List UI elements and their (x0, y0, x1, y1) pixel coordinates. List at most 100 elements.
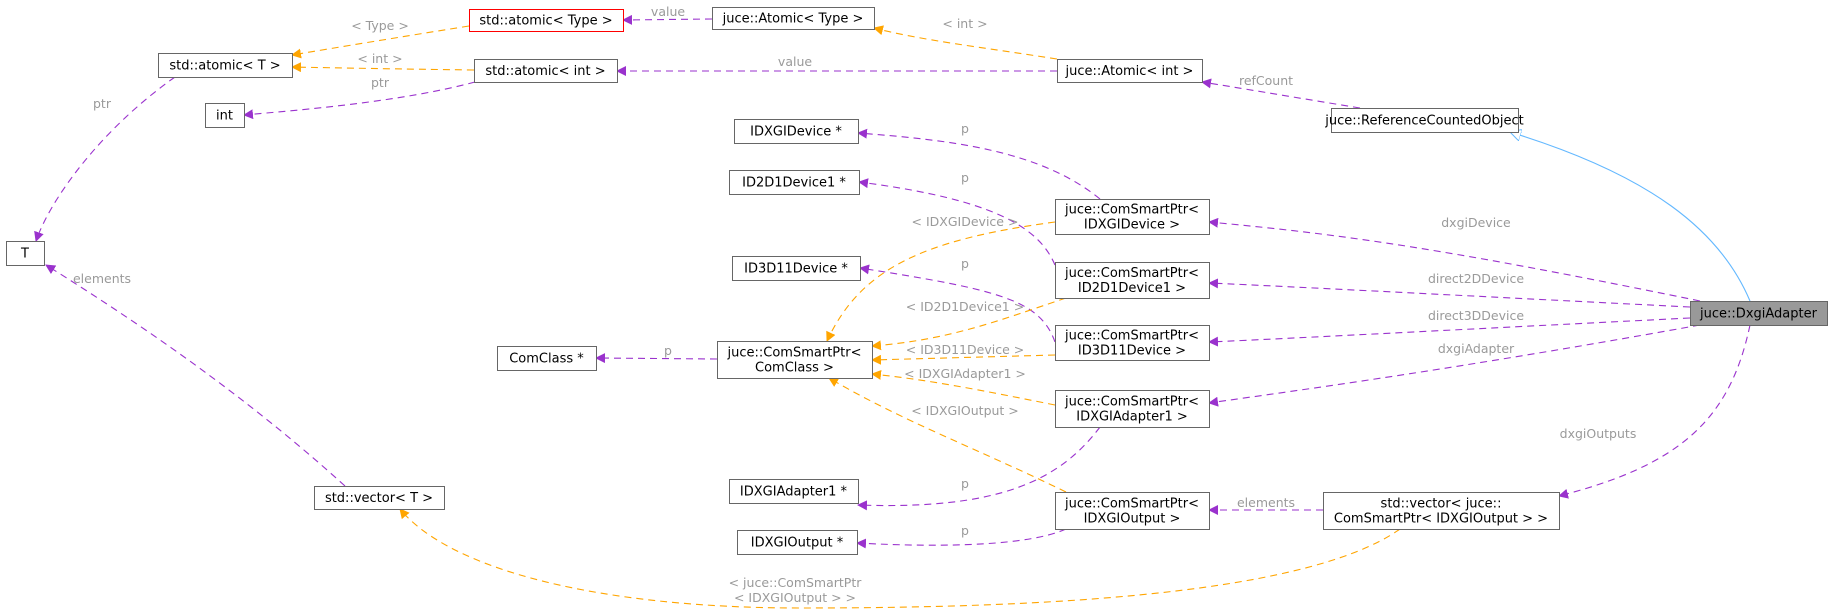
class-box (1323, 492, 1560, 530)
class-node-id3d11device-ptr[interactable]: ID3D11Device * (732, 256, 861, 281)
class-name-text: ID3D11Device * (744, 262, 848, 277)
edge-arrow (34, 76, 176, 242)
edge-label: < IDXGIAdapter1 > (904, 366, 1026, 381)
class-box (205, 103, 245, 128)
edge-arrow (859, 264, 1056, 343)
class-name-text: ID2D1Device1 > (1078, 281, 1186, 296)
edge-arrow (595, 353, 718, 364)
class-node-idxgidevice-ptr[interactable]: IDXGIDevice * (734, 119, 859, 144)
edge-arrow (856, 528, 1067, 549)
edge-csp-idxgioutput-to-csp-comclass (828, 377, 1067, 493)
class-node-atomic-type[interactable]: std::atomic< Type > (469, 9, 624, 32)
edge-label: < IDXGIDevice > (912, 214, 1019, 229)
class-name-text: IDXGIDevice * (750, 125, 842, 140)
class-node-csp-id3d11device[interactable]: juce::ComSmartPtr<ID3D11Device > (1055, 325, 1210, 361)
class-name-text: IDXGIOutput > (1084, 512, 1181, 527)
class-name-text: ID3D11Device > (1078, 344, 1186, 359)
edge-csp-idxgioutput-to-idxgioutput-ptr (856, 528, 1067, 549)
class-node-juce-atomic-int[interactable]: juce::Atomic< int > (1057, 59, 1203, 83)
edge-label: value (778, 54, 812, 69)
class-node-id2d1device1-ptr[interactable]: ID2D1Device1 * (729, 170, 860, 195)
edge-label: dxgiAdapter (1438, 341, 1515, 356)
class-box (497, 346, 597, 371)
edge-label: < int > (357, 51, 402, 66)
class-name-text: juce::ComSmartPtr< (1064, 497, 1199, 512)
class-node-atomic-int[interactable]: std::atomic< int > (474, 59, 618, 83)
edge-atomic-int-to-int (243, 81, 476, 120)
edge-label: direct2DDevice (1428, 271, 1524, 286)
class-node-int[interactable]: int (205, 103, 245, 128)
edge-arrow (857, 128, 1101, 200)
edge-label: < IDXGIOutput > (911, 403, 1019, 418)
class-node-csp-id2d1device1[interactable]: juce::ComSmartPtr<ID2D1Device1 > (1055, 262, 1210, 299)
class-box (737, 530, 858, 555)
class-box (1055, 325, 1210, 361)
edge-label: < juce::ComSmartPtr (729, 575, 863, 590)
class-box (1055, 492, 1210, 530)
class-box (474, 59, 618, 83)
edge-csp-id2d1device1-to-csp-comclass (871, 297, 1067, 351)
edge-label: p (961, 121, 969, 136)
class-node-T[interactable]: T (6, 241, 45, 266)
class-name-text: juce::ComSmartPtr< (1064, 329, 1199, 344)
edge-atomic-int-to-atomic-t (291, 62, 475, 73)
class-node-atomic-t[interactable]: std::atomic< T > (158, 53, 293, 78)
class-node-comclass-ptr[interactable]: ComClass * (497, 346, 597, 371)
edge-label: ptr (93, 96, 112, 111)
edge-csp-idxgiadapter1-to-csp-comclass (871, 369, 1056, 406)
class-node-csp-idxgioutput[interactable]: juce::ComSmartPtr<IDXGIOutput > (1055, 492, 1210, 530)
class-box (729, 479, 859, 504)
class-name-text: juce::ComSmartPtr< (1064, 203, 1199, 218)
class-node-vector-csp[interactable]: std::vector< juce::ComSmartPtr< IDXGIOut… (1323, 492, 1560, 530)
edge-csp-id2d1device1-to-id2d1device1-ptr (858, 178, 1056, 266)
edge-label: < IDXGIOutput > > (734, 590, 856, 605)
class-name-text: juce::ReferenceCountedObject (1324, 114, 1523, 129)
class-name-text: std::vector< T > (325, 491, 433, 506)
edge-label: dxgiOutputs (1560, 426, 1637, 441)
class-box (729, 170, 860, 195)
edge-arrow (45, 264, 346, 487)
class-node-csp-idxgiadapter1[interactable]: juce::ComSmartPtr<IDXGIAdapter1 > (1055, 390, 1210, 428)
class-name-text: IDXGIAdapter1 * (740, 485, 848, 500)
edge-arrow (1558, 324, 1751, 499)
edge-dxgiadapter-to-vector-csp (1558, 324, 1751, 499)
edge-dxgiadapter-to-refcounted (1510, 132, 1751, 302)
edge-atomic-type-to-atomic-t (291, 25, 470, 59)
edge-csp-idxgidevice-to-csp-comclass (826, 221, 1056, 342)
edge-arrow (1201, 78, 1361, 109)
class-name-text: juce::ComSmartPtr< (1064, 395, 1199, 410)
edge-arrow (1208, 217, 1701, 302)
class-node-idxgioutput-ptr[interactable]: IDXGIOutput * (737, 530, 858, 555)
class-node-idxgiadapter1-ptr[interactable]: IDXGIAdapter1 * (729, 479, 859, 504)
edge-arrow (291, 62, 475, 73)
class-name-text: juce::ComSmartPtr< (727, 346, 862, 361)
class-name-text: std::atomic< T > (169, 59, 280, 74)
class-box (469, 9, 624, 32)
edge-label: < int > (942, 16, 987, 31)
class-box (734, 119, 859, 144)
class-node-csp-comclass[interactable]: juce::ComSmartPtr<ComClass > (717, 341, 873, 379)
class-node-csp-idxgidevice[interactable]: juce::ComSmartPtr<IDXGIDevice > (1055, 199, 1210, 235)
edge-label: refCount (1239, 73, 1293, 88)
edge-label: p (961, 170, 969, 185)
edge-arrow (399, 508, 1401, 609)
edge-dxgiadapter-to-csp-id2d1device1 (1208, 278, 1691, 308)
class-name-text: IDXGIAdapter1 > (1076, 410, 1188, 425)
edge-dxgiadapter-to-csp-idxgiadapter1 (1208, 324, 1701, 407)
edge-arrow (871, 297, 1067, 351)
class-node-juce-atomic-type[interactable]: juce::Atomic< Type > (712, 7, 875, 30)
class-node-refcounted[interactable]: juce::ReferenceCountedObject (1324, 108, 1524, 133)
edge-label: elements (1237, 495, 1295, 510)
class-node-dxgiadapter[interactable]: juce::DxgiAdapter (1690, 301, 1828, 326)
class-name-text: juce::ComSmartPtr< (1064, 266, 1199, 281)
edge-label: < ID2D1Device1 > (906, 299, 1024, 314)
class-box (158, 53, 293, 78)
class-name-text: std::atomic< int > (485, 64, 605, 79)
class-name-text: juce::Atomic< Type > (722, 12, 864, 27)
class-node-vector-t[interactable]: std::vector< T > (314, 486, 445, 510)
edge-label: p (664, 343, 672, 358)
edge-label: dxgiDevice (1441, 215, 1511, 230)
class-name-text: ComSmartPtr< IDXGIOutput > > (1334, 512, 1548, 527)
edge-arrow (871, 354, 1056, 365)
